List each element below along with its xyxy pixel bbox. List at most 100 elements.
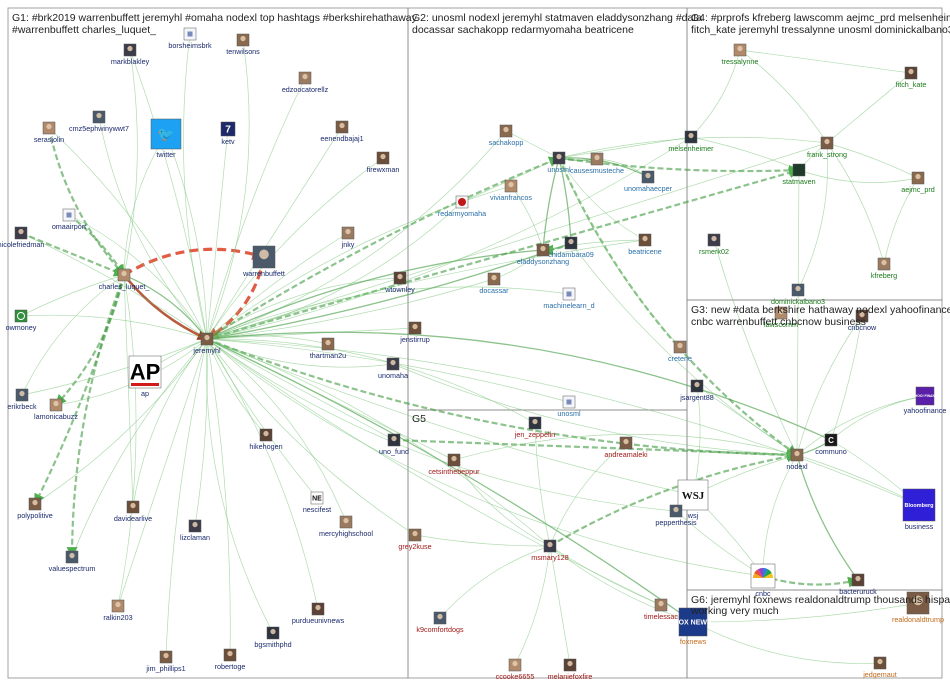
avatar-jedgemaut-icon xyxy=(873,656,887,670)
node-valuespectrum[interactable]: valuespectrum xyxy=(49,550,96,573)
edge-unosml-beatricene xyxy=(558,157,646,241)
node-uno_fund[interactable]: uno_fund xyxy=(379,433,409,456)
node-realdonaldtrump[interactable]: realdonaldtrump xyxy=(892,591,944,624)
node-tressalynne[interactable]: tressalynne xyxy=(722,43,759,66)
node-fitch_kate[interactable]: fitch_kate xyxy=(896,66,927,89)
node-markblakley[interactable]: markblakley xyxy=(111,43,150,66)
node-hikehogen[interactable]: hikehogen xyxy=(249,428,283,451)
node-warrenbuffett[interactable]: warrenbuffett xyxy=(242,245,285,278)
node-ralkin203[interactable]: ralkin203 xyxy=(103,599,133,622)
node-vivianfrancos[interactable]: vivianfrancos xyxy=(490,179,532,202)
node-lizclaman[interactable]: lizclaman xyxy=(180,519,210,542)
node-mercyhighschool[interactable]: mercyhighschool xyxy=(319,515,373,538)
node-unomaha[interactable]: unomaha xyxy=(378,357,408,380)
node-frank_strong[interactable]: frank_strong xyxy=(807,136,847,159)
node-serasjolin[interactable]: serasjolin xyxy=(34,121,64,144)
node-jenstirrup[interactable]: jenstirrup xyxy=(399,321,430,344)
node-label-thartman2u: thartman2u xyxy=(310,351,346,360)
node-unosml[interactable]: unosml xyxy=(547,151,571,174)
node-nodexl[interactable]: nodexl xyxy=(786,448,808,471)
node-firewxman[interactable]: firewxman xyxy=(367,151,400,174)
node-pepperthesis[interactable]: pepperthesis xyxy=(655,504,697,527)
node-timelessac[interactable]: timelessac xyxy=(644,598,678,621)
node-purdueunivnews[interactable]: purdueunivnews xyxy=(292,602,345,625)
node-chidambara09[interactable]: chidambara09 xyxy=(548,236,594,259)
node-aejmc_prd[interactable]: aejmc_prd xyxy=(901,171,935,194)
node-rsmerk02[interactable]: rsmerk02 xyxy=(699,233,729,256)
node-statmaven[interactable]: statmaven xyxy=(782,163,816,186)
node-bacteruruck[interactable]: bacteruruck xyxy=(839,573,877,596)
node-thartman2u[interactable]: thartman2u xyxy=(310,337,346,360)
node-erikrbeck[interactable]: erikrbeck xyxy=(7,388,37,411)
node-ccooke6655[interactable]: ccooke6655 xyxy=(496,658,535,681)
edge-unosml-nodexl xyxy=(557,157,798,456)
node-robertoge[interactable]: robertoge xyxy=(215,648,246,671)
edge-msmary128-andreamaleki xyxy=(549,442,627,547)
node-polypolitive[interactable]: polypolitive xyxy=(17,497,53,520)
node-machinelearn_d[interactable]: machinelearn_d xyxy=(543,287,595,310)
node-owmoney[interactable]: owmoney xyxy=(6,309,37,332)
node-cmz5ephwinywwt7[interactable]: cmz5ephwinywwt7 xyxy=(69,110,129,133)
node-label-foxnews: foxnews xyxy=(680,637,707,646)
node-sachakopp[interactable]: sachakopp xyxy=(489,124,524,147)
node-beatricene[interactable]: beatricene xyxy=(628,233,662,256)
node-jeremyhl[interactable]: jeremyhl xyxy=(192,332,221,355)
edge-nodexl-wsj xyxy=(692,454,798,496)
avatar-cretene-icon xyxy=(673,340,687,354)
node-twitter[interactable]: 🐦twitter xyxy=(150,118,182,159)
node-label-uno_fund: uno_fund xyxy=(379,447,409,456)
avatar-jen_zeppelin-icon xyxy=(528,416,542,430)
node-cretene[interactable]: cretene xyxy=(668,340,692,363)
node-msmary128[interactable]: msmary128 xyxy=(531,539,569,562)
node-unomahaecper[interactable]: unomahaecper xyxy=(624,170,673,193)
node-melsenheimer[interactable]: melsenheimer xyxy=(668,130,714,153)
node-tenwilsons[interactable]: tenwilsons xyxy=(226,33,260,56)
node-docassar[interactable]: docassar xyxy=(479,272,509,295)
node-unosml2[interactable]: unosml xyxy=(557,395,581,418)
node-charles_luquet_[interactable]: charles_luquet_ xyxy=(99,268,151,291)
node-omaairport[interactable]: omaairport xyxy=(52,208,86,231)
avatar-nodexl-icon xyxy=(790,448,804,462)
node-redarmyomaha[interactable]: redarmyomaha xyxy=(438,195,486,218)
node-cetsinthebeppur[interactable]: cetsinthebeppur xyxy=(428,453,480,476)
avatar-rsmerk02-icon xyxy=(707,233,721,247)
node-lamonicabuzz[interactable]: lamonicabuzz xyxy=(34,398,78,421)
node-jen_zeppelin[interactable]: jen_zeppelin xyxy=(514,416,555,439)
node-causesmusteche[interactable]: causesmusteche xyxy=(570,152,624,175)
node-label-tenwilsons: tenwilsons xyxy=(226,47,260,56)
node-eenendbajaj1[interactable]: eenendbajaj1 xyxy=(320,120,364,143)
node-k9comfortdogs[interactable]: k9comfortdogs xyxy=(416,611,464,634)
node-eladdysonzhang[interactable]: eladdysonzhang xyxy=(517,243,569,266)
node-jim_phillips1[interactable]: jim_phillips1 xyxy=(145,650,186,673)
node-kfreberg[interactable]: kfreberg xyxy=(871,257,897,280)
node-davidearlive[interactable]: davidearlive xyxy=(114,500,152,523)
avatar-erikrbeck-icon xyxy=(15,388,29,402)
node-borsheimsbrk[interactable]: borsheimsbrk xyxy=(168,27,212,50)
node-lawscomm[interactable]: lawscomm xyxy=(764,306,798,329)
panel-g3 xyxy=(686,299,943,591)
node-edzoocatorellz[interactable]: edzoocatorellz xyxy=(282,71,329,94)
node-label-frank_strong: frank_strong xyxy=(807,150,847,159)
edge-jeremyhl-communo xyxy=(206,331,832,441)
edge-ralkin203-jeremyhl xyxy=(117,338,208,607)
node-grey2kuse[interactable]: grey2kuse xyxy=(398,528,432,551)
node-dominickalbano3[interactable]: dominickalbano3 xyxy=(771,283,825,306)
node-cnbcnow[interactable]: cnbcnow xyxy=(848,309,877,332)
node-jnky[interactable]: jnky xyxy=(341,226,355,249)
node-jsargent88[interactable]: jsargent88 xyxy=(679,379,714,402)
node-nicolefriedman[interactable]: nicolefriedman xyxy=(0,226,44,249)
node-andreamaleki[interactable]: andreamaleki xyxy=(604,436,648,459)
node-cnbc[interactable]: cnbc xyxy=(750,563,776,598)
node-bgsmithphd[interactable]: bgsmithphd xyxy=(254,626,292,649)
node-wtownley[interactable]: wtownley xyxy=(384,271,415,294)
node-jedgemaut[interactable]: jedgemaut xyxy=(862,656,897,679)
node-melaniefoxfire[interactable]: melaniefoxfire xyxy=(548,658,593,681)
